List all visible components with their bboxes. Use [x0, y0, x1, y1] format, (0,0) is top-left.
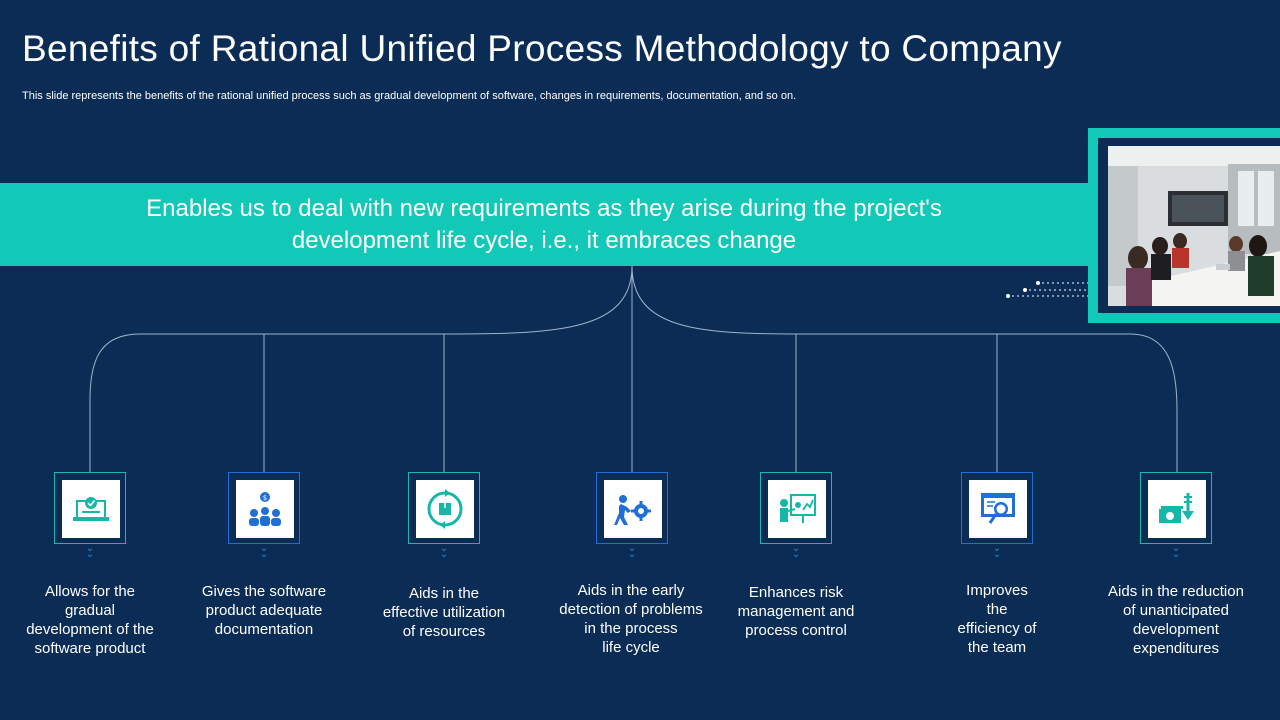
chevron-down-icon: ⌄⌄	[439, 543, 449, 560]
benefit-4-line-1: Aids in the early	[577, 582, 685, 599]
benefit-icon-bg-6	[969, 480, 1027, 538]
chevron-down-icon: ⌄⌄	[992, 543, 1002, 560]
benefit-7-line-4: expenditures	[1133, 640, 1219, 657]
benefit-icon-bg-3	[416, 480, 474, 538]
benefit-5-line-2: management and	[737, 603, 855, 620]
slide-title: Benefits of Rational Unified Process Met…	[22, 28, 1062, 69]
benefit-label-4: Aids in the early detection of problems …	[556, 581, 706, 657]
benefit-3-line-1: Aids in the	[408, 585, 480, 602]
photo-inner-frame	[1098, 138, 1280, 313]
benefit-icon-bg-5	[768, 480, 826, 538]
benefit-icon-box-4	[596, 472, 668, 544]
meeting-photo-illustration	[1108, 146, 1280, 306]
benefit-6-line-4: the team	[967, 639, 1027, 656]
benefit-icon-bg-7	[1148, 480, 1206, 538]
magnifier-screen-icon	[981, 493, 1015, 524]
benefit-2-line-2: product adequate	[205, 602, 323, 619]
benefit-2-line-1: Gives the software	[201, 583, 327, 600]
chevron-down-icon: ⌄⌄	[791, 543, 801, 560]
benefit-label-1: Allows for the gradual development of th…	[15, 582, 165, 658]
svg-text:$: $	[263, 494, 267, 502]
benefit-icon-box-7	[1140, 472, 1212, 544]
benefit-icon-bg-2: $	[236, 480, 294, 538]
benefit-7-line-3: development	[1133, 621, 1219, 638]
benefit-icon-box-3	[408, 472, 480, 544]
benefit-6-line-3: efficiency of	[957, 620, 1037, 637]
benefit-1-line-4: software product	[34, 640, 146, 657]
benefit-icon-box-6	[961, 472, 1033, 544]
benefit-3-line-3: of resources	[402, 623, 486, 640]
benefit-5-line-1: Enhances risk	[748, 584, 844, 601]
benefit-label-5: Enhances risk management and process con…	[721, 583, 871, 640]
benefit-label-6: Improves the efficiency of the team	[922, 581, 1072, 657]
benefit-2-line-3: documentation	[214, 621, 314, 638]
benefit-4-line-2: detection of problems	[559, 601, 703, 618]
benefit-5-line-3: process control	[745, 622, 847, 639]
money-down-icon	[1159, 493, 1194, 523]
benefit-icon-bg-4	[604, 480, 662, 538]
chevron-down-icon: ⌄⌄	[627, 543, 637, 560]
benefit-7-line-2: of unanticipated	[1123, 602, 1229, 619]
benefit-7-line-1: Aids in the reduction	[1108, 583, 1244, 600]
recycle-box-icon	[427, 489, 463, 529]
benefit-label-2: Gives the software product adequate docu…	[189, 582, 339, 639]
chevron-down-icon: ⌄⌄	[1171, 543, 1181, 560]
chevron-down-icon: ⌄⌄	[85, 543, 95, 560]
benefit-label-3: Aids in the effective utilization of res…	[369, 584, 519, 641]
benefit-1-line-1: Allows for the	[44, 583, 136, 600]
team-money-icon: $	[249, 492, 281, 526]
benefit-4-line-3: in the process	[584, 620, 678, 637]
benefit-3-line-2: effective utilization	[382, 604, 506, 621]
benefit-label-7: Aids in the reduction of unanticipated d…	[1101, 582, 1251, 658]
presentation-board-icon	[780, 494, 816, 523]
benefit-icon-bg-1	[62, 480, 120, 538]
requirement-banner: Enables us to deal with new requirements…	[0, 183, 1100, 266]
benefit-icon-box-5	[760, 472, 832, 544]
slide-subtitle: This slide represents the benefits of th…	[22, 90, 797, 102]
banner-line-1: Enables us to deal with new requirements…	[146, 195, 942, 222]
benefit-icon-box-1	[54, 472, 126, 544]
decorative-dots	[1006, 281, 1088, 298]
meeting-photo	[1108, 146, 1280, 306]
chevron-down-icon: ⌄⌄	[259, 543, 269, 560]
person-gear-icon	[614, 495, 651, 525]
document-check-icon	[73, 497, 109, 521]
benefit-6-line-2: the	[986, 601, 1008, 618]
benefit-4-line-4: life cycle	[602, 639, 660, 656]
benefit-icon-box-2: $	[228, 472, 300, 544]
benefit-1-line-2: gradual	[64, 602, 116, 619]
photo-frame	[1088, 128, 1280, 323]
benefit-6-line-1: Improves	[966, 582, 1028, 599]
banner-text: Enables us to deal with new requirements…	[0, 193, 1088, 257]
banner-line-2: development life cycle, i.e., it embrace…	[291, 227, 797, 254]
benefit-1-line-3: development of the	[26, 621, 154, 638]
